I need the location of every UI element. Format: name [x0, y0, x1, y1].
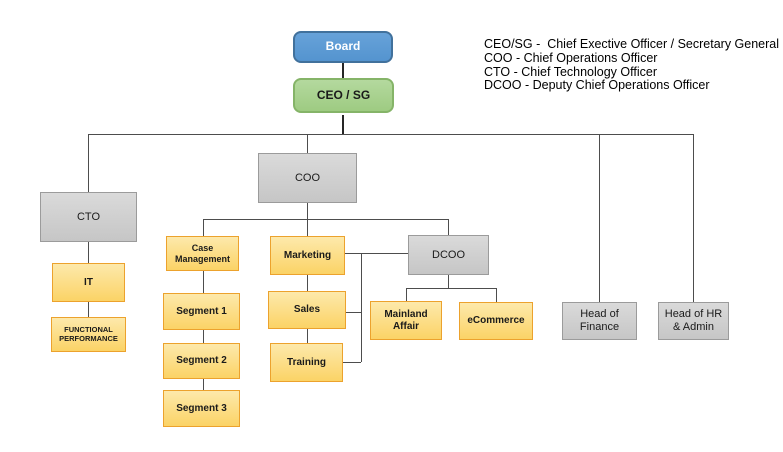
connector-drop-case	[203, 219, 204, 236]
connector-drop-finance	[599, 134, 600, 302]
connector-seg2-seg3	[203, 379, 204, 390]
connector-drop-cto	[88, 134, 89, 192]
legend-line-ceo-sg: CEO/SG - Chief Exective Officer / Secret…	[484, 37, 780, 51]
node-segment-1: Segment 1	[163, 293, 240, 330]
connector-training-side	[343, 362, 361, 363]
node-it: IT	[52, 263, 125, 302]
connector-coo-branch	[307, 203, 308, 219]
connector-drop-coo	[307, 134, 308, 153]
connector-sales-side	[346, 312, 361, 313]
node-segment-2: Segment 2	[163, 343, 240, 379]
node-dcoo: DCOO	[408, 235, 489, 275]
connector-side-vertical	[361, 253, 362, 362]
connector-case-seg1	[203, 271, 204, 293]
node-segment-3: Segment 3	[163, 390, 240, 427]
node-case-management: Case Management	[166, 236, 239, 271]
connector-marketing-sales	[307, 275, 308, 291]
node-functional-performance: FUNCTIONAL PERFORMANCE	[51, 317, 126, 352]
node-head-of-hr-admin: Head of HR & Admin	[658, 302, 729, 340]
connector-dcoo-branch	[448, 275, 449, 288]
node-marketing: Marketing	[270, 236, 345, 275]
connector-main-horizontal	[88, 134, 694, 135]
connector-sales-training	[307, 329, 308, 343]
node-mainland-affair: Mainland Affair	[370, 301, 442, 340]
node-cto: CTO	[40, 192, 137, 242]
node-head-of-finance: Head of Finance	[562, 302, 637, 340]
legend: CEO/SG - Chief Exective Officer / Secret…	[484, 37, 780, 93]
node-training: Training	[270, 343, 343, 382]
connector-drop-ecommerce	[496, 288, 497, 302]
connector-drop-hr	[693, 134, 694, 302]
node-board: Board	[293, 31, 393, 63]
connector-seg1-seg2	[203, 330, 204, 343]
connector-drop-dcoo	[448, 219, 449, 235]
connector-cto-it	[88, 242, 89, 263]
connector-it-functional	[88, 302, 89, 317]
connector-board-ceo	[342, 63, 344, 78]
legend-line-cto: CTO - Chief Technology Officer	[484, 64, 657, 79]
node-ceo-sg: CEO / SG	[293, 78, 394, 113]
legend-line-dcoo: DCOO - Deputy Chief Operations Officer	[484, 78, 710, 93]
connector-drop-marketing	[307, 219, 308, 236]
node-coo: COO	[258, 153, 357, 203]
connector-marketing-dcoo	[345, 253, 408, 254]
connector-coo-horizontal	[203, 219, 448, 220]
connector-dcoo-horizontal	[406, 288, 496, 289]
node-sales: Sales	[268, 291, 346, 329]
connector-drop-mainland	[406, 288, 407, 301]
connector-ceo-mainline	[342, 115, 344, 134]
legend-line-coo: COO - Chief Operations Officer	[484, 50, 658, 65]
node-ecommerce: eCommerce	[459, 302, 533, 340]
